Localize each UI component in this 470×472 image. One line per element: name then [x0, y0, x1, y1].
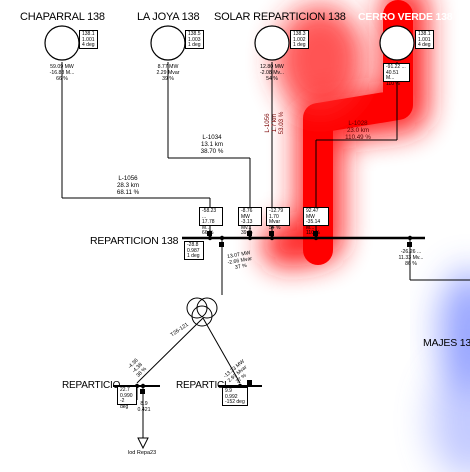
generator-circle[interactable] [379, 25, 415, 61]
breaker-icon[interactable] [219, 242, 224, 247]
generator-circle[interactable] [254, 25, 290, 61]
bus-title-lower-left[interactable]: REPARTICIO... [62, 380, 128, 391]
breaker-icon[interactable] [313, 231, 318, 236]
bus-flow-box: -8.76 MW-3.13 Mv...39 % [238, 207, 262, 236]
generator-symbols [44, 25, 415, 61]
breaker-icon[interactable] [140, 389, 145, 394]
cool-contour-lower [430, 360, 470, 472]
breaker-icon[interactable] [269, 231, 274, 236]
bus-flow-box: -58.23 ...17.78 M...66 % [199, 207, 223, 236]
generator-circle[interactable] [44, 25, 80, 61]
generator-circle[interactable] [150, 25, 186, 61]
breaker-icon[interactable] [207, 231, 212, 236]
load-label[interactable]: lod Repa23 [128, 450, 157, 456]
bus-title-la-joya[interactable]: LA JOYA 138 [137, 11, 200, 23]
bus-title-chaparral[interactable]: CHAPARRAL 138 [20, 11, 105, 23]
load-arrow-icon[interactable] [137, 437, 149, 450]
transformer-icon[interactable] [186, 297, 218, 327]
right-flow-label: -26.26 ...11.33 Mv...86 % [398, 249, 424, 267]
breaker-icon[interactable] [407, 242, 412, 247]
breakers [140, 231, 412, 394]
bus-title-lower-right[interactable]: REPARTICI... [176, 380, 235, 391]
bus-title-majes[interactable]: MAJES 13 [423, 337, 470, 349]
bus-title-reparticion[interactable]: REPARTICION 138 [90, 235, 179, 247]
bus-flow-box: 92.47 MW-35.14 M...110 % [303, 207, 329, 236]
cool-contour [440, 270, 470, 390]
breaker-icon[interactable] [247, 380, 252, 385]
generator-flow-label: 59.09 MW-16.88 M...66 % [49, 64, 75, 82]
generator-flow-label: 12.80 MW-2.08 Mv...54 % [259, 64, 285, 82]
breaker-icon[interactable] [247, 231, 252, 236]
generator-flow-label-boxed: -91.22 ...40.51 M...110 % [383, 63, 410, 86]
bus-title-cerro-verde[interactable]: CERRO VERDE 138 [358, 11, 453, 23]
bus-title-solar-reparticion[interactable]: SOLAR REPARTICION 138 [214, 11, 346, 23]
